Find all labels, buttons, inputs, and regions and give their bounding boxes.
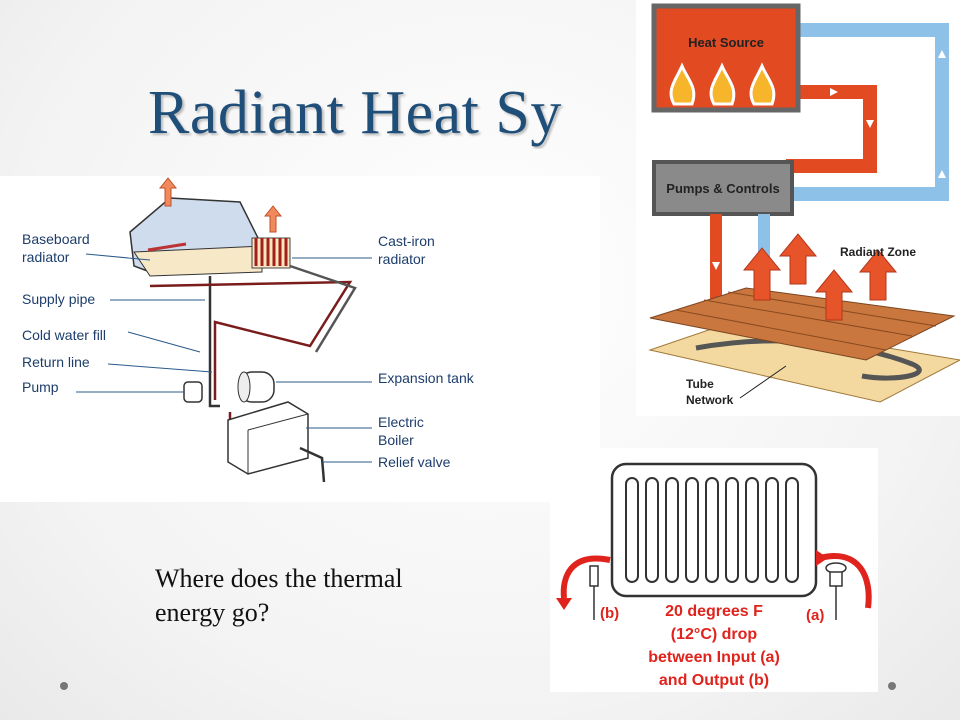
heat-arrow-icon	[263, 205, 283, 233]
label-cold-water-fill: Cold water fill	[22, 327, 106, 343]
radiant-heat-arrows	[742, 233, 898, 321]
flow-arrows	[560, 553, 872, 609]
electric-boiler	[227, 401, 326, 483]
flow-arrows	[830, 50, 946, 178]
pumps-controls-label: Pumps & Controls	[666, 181, 779, 196]
label-baseboard-line1: Baseboard	[22, 231, 90, 247]
pump	[183, 381, 203, 403]
arrowhead-icon	[816, 550, 828, 566]
expansion-tank	[237, 371, 275, 403]
pumps-controls-box: Pumps & Controls	[652, 160, 794, 216]
label-relief-valve: Relief valve	[378, 454, 451, 470]
label-pump: Pump	[22, 379, 59, 395]
flow-arrow-icon	[866, 120, 874, 128]
radiator-valves	[589, 562, 847, 620]
decorative-dot	[60, 682, 68, 690]
label-cast-iron-line1: Cast-iron	[378, 233, 435, 249]
cast-iron-radiator	[251, 237, 291, 269]
flame-icon	[709, 62, 736, 106]
output-valve	[589, 565, 599, 587]
flow-arrow-icon	[830, 88, 838, 96]
flame-icons	[669, 62, 776, 106]
decorative-dot	[888, 682, 896, 690]
label-expansion-tank: Expansion tank	[378, 370, 475, 386]
heat-source-box: Heat Source	[651, 3, 801, 113]
cold-return-pipe	[786, 23, 949, 201]
arrowhead-icon	[556, 598, 572, 610]
caption-line2: (12°C) drop	[671, 626, 758, 643]
flow-arrow-icon	[712, 262, 720, 270]
label-return-line: Return line	[22, 354, 90, 370]
wood-floor	[649, 287, 956, 361]
label-supply-pipe: Supply pipe	[22, 291, 95, 307]
caption-line4: and Output (b)	[659, 672, 769, 689]
input-flow-arrow-icon	[819, 553, 872, 609]
flow-arrow-icon	[938, 50, 946, 58]
flame-icon	[669, 62, 696, 106]
label-cast-iron-line2: radiator	[378, 251, 426, 267]
output-flow-arrow-icon	[560, 555, 611, 599]
heat-arrow-icon	[158, 177, 178, 207]
relief-valve-pipe	[299, 446, 326, 483]
flame-icon	[749, 62, 776, 106]
caption-line1: 20 degrees F	[665, 603, 763, 620]
heat-arrow-icon	[814, 269, 854, 321]
label-electric-boiler-line1: Electric	[378, 414, 424, 430]
input-label: (a)	[806, 607, 824, 624]
caption-line3: between Input (a)	[648, 649, 780, 666]
slide-title: Radiant Heat Sy	[148, 79, 562, 147]
hydronic-system-diagram: Baseboard radiator Supply pipe Cold wate…	[0, 176, 600, 502]
heat-rising-arrows	[158, 177, 283, 233]
label-baseboard-line2: radiator	[22, 249, 70, 265]
panel-radiator	[610, 462, 818, 598]
label-electric-boiler-line2: Boiler	[378, 432, 414, 448]
output-label: (b)	[600, 605, 619, 622]
heat-arrow-icon	[742, 247, 782, 301]
radiant-floor-diagram: Heat Source Pumps & Controls Radiant Zon…	[636, 0, 960, 416]
tube-network-label-line2: Network	[686, 393, 734, 407]
heat-source-label: Heat Source	[688, 35, 764, 50]
input-valve	[829, 571, 843, 587]
tube-network-label-line1: Tube	[686, 377, 714, 391]
question-text: Where does the thermal energy go?	[155, 564, 403, 627]
tube-network-leader	[739, 365, 787, 399]
radiant-zone-label: Radiant Zone	[840, 245, 916, 259]
label-leader-lines	[76, 253, 372, 463]
heat-arrow-icon	[858, 249, 898, 301]
flow-arrow-icon	[938, 170, 946, 178]
radiator-temperature-diagram: (b) (a) 20 degrees F (12°C) drop between…	[550, 448, 878, 692]
heat-arrow-icon	[778, 233, 818, 285]
